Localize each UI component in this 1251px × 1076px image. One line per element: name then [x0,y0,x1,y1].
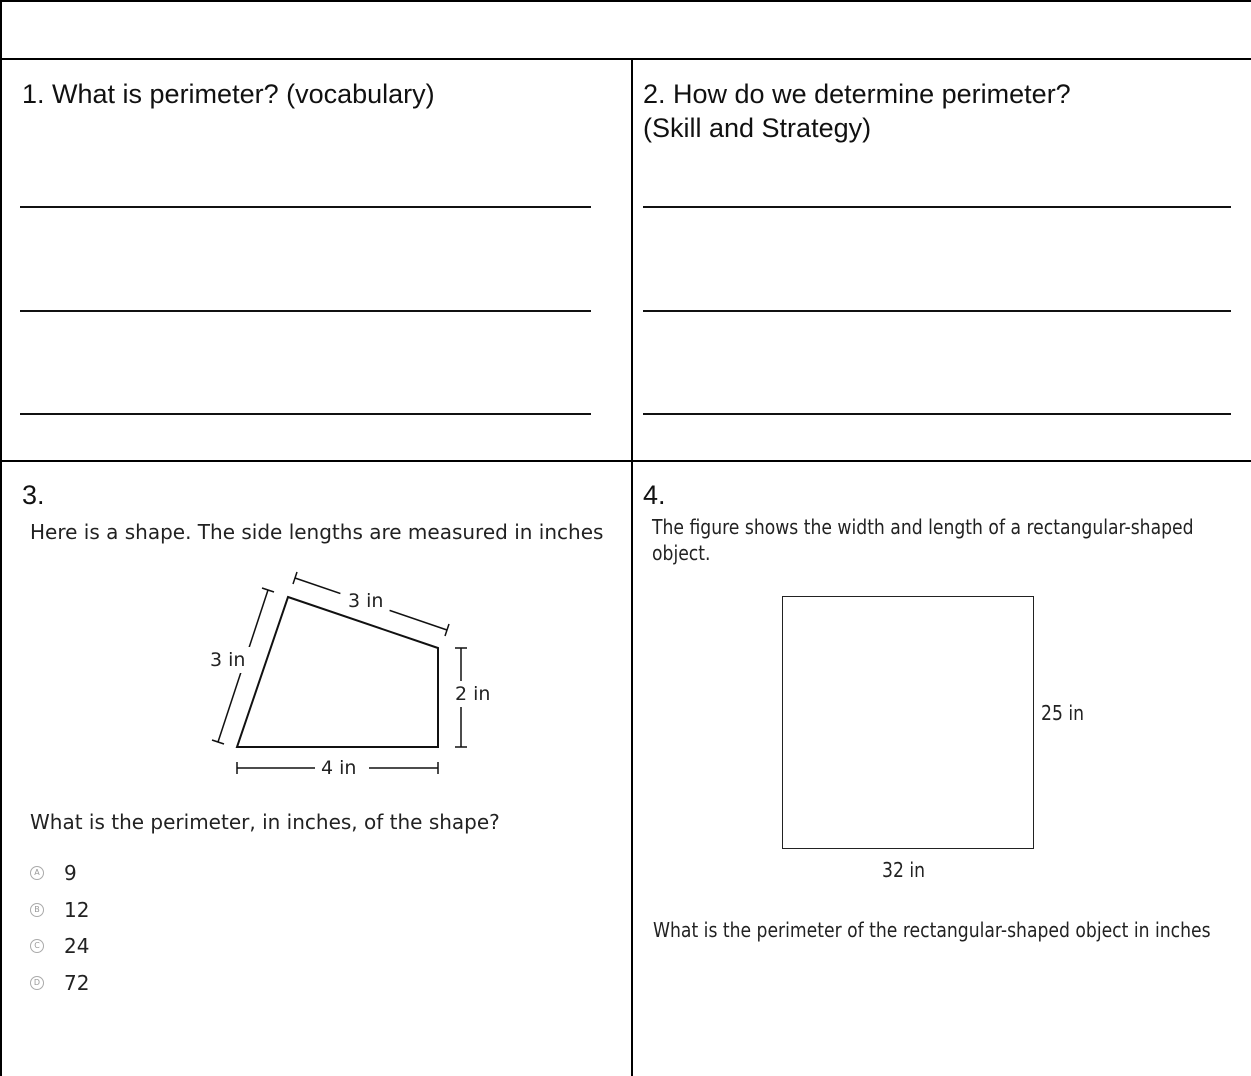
header-row-divider [0,58,1251,60]
question-4-number: 4. [643,480,666,510]
question-4-prompt-line2: object. [652,541,711,565]
label-rectangle-width: 32 in [882,858,926,882]
choice-value: 72 [64,971,90,995]
answer-line [643,206,1231,208]
label-right-side: 2 in [455,683,490,705]
question-3-question: What is the perimeter, in inches, of the… [30,810,500,834]
choice-value: 24 [64,934,90,958]
answer-line [20,206,591,208]
choice-value: 12 [64,898,90,922]
label-top-side: 3 in [348,590,383,612]
choice-value: 9 [64,861,77,885]
question-4-prompt-line1: The figure shows the width and length of… [652,515,1194,539]
radio-bubble-icon: A [30,866,44,880]
question-1-title: 1. What is perimeter? (vocabulary) [22,79,435,109]
quadrilateral-figure: 3 in 3 in 2 in 4 in [204,571,500,781]
choice-b[interactable]: B 12 [30,897,89,923]
radio-bubble-icon: D [30,976,44,990]
radio-bubble-icon: B [30,903,44,917]
answer-line [643,310,1231,312]
table-border-top [0,0,1251,2]
choice-a[interactable]: A 9 [30,860,77,886]
answer-line [643,413,1231,415]
label-left-side: 3 in [210,649,245,671]
choice-d[interactable]: D 72 [30,970,89,996]
middle-row-divider [0,460,1251,462]
table-border-left [0,0,2,1076]
radio-bubble-icon: C [30,939,44,953]
question-3-prompt: Here is a shape. The side lengths are me… [30,520,604,544]
choice-c[interactable]: C 24 [30,933,89,959]
answer-line [20,310,591,312]
question-2-title: 2. How do we determine perimeter? (Skill… [643,79,1071,143]
question-4-question: What is the perimeter of the rectangular… [653,918,1211,942]
label-bottom-side: 4 in [321,757,356,779]
quadrilateral-shape [235,595,439,748]
column-divider [631,58,633,1076]
answer-line [20,413,591,415]
question-3-number: 3. [22,480,45,510]
rectangle-figure [782,596,1034,849]
label-rectangle-height: 25 in [1041,701,1085,725]
